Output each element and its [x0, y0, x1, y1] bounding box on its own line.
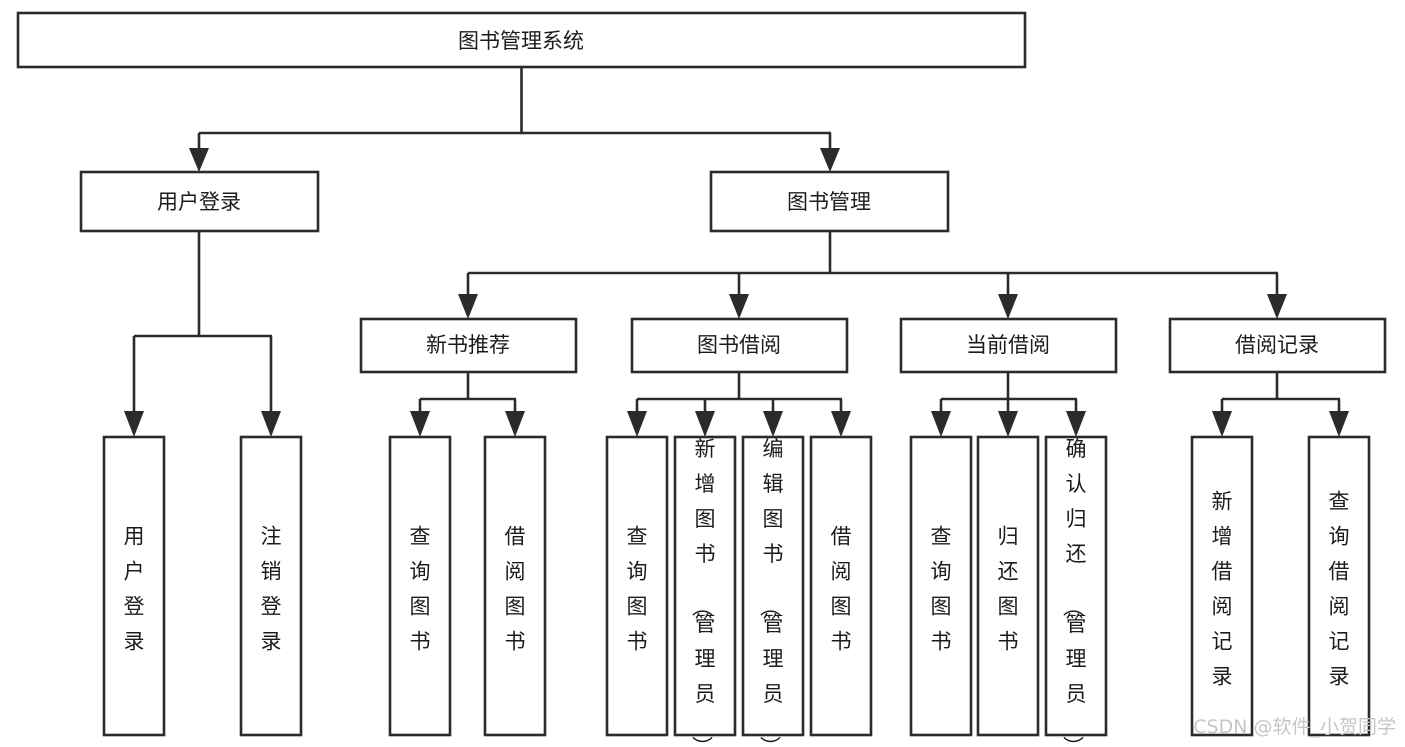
leaf-add-record-box[interactable] — [1190, 435, 1254, 737]
node-root-label: 图书管理系统 — [458, 29, 584, 53]
node-current-borrow[interactable]: 当前借阅 — [899, 317, 1118, 374]
leaf-query-book-1-label: 查询图书 — [410, 524, 431, 653]
arrow-head-leaf-add-book — [695, 411, 715, 437]
connector-layer — [124, 67, 1349, 437]
leaf-add-book[interactable]: 新增图书（管理员） — [673, 435, 737, 747]
leaf-borrow-book-1-box[interactable] — [483, 435, 547, 737]
arrow-head-book-borrow — [729, 294, 749, 319]
arrow-head-leaf-return-book — [998, 411, 1018, 437]
leaf-user-login-box[interactable] — [102, 435, 166, 737]
leaf-confirm-return-box[interactable] — [1044, 435, 1108, 737]
node-borrow-record[interactable]: 借阅记录 — [1168, 317, 1387, 374]
node-book-borrow-label: 图书借阅 — [697, 333, 781, 357]
node-new-book-recommend[interactable]: 新书推荐 — [359, 317, 578, 374]
node-book-manage-box[interactable] — [709, 170, 950, 233]
arrow-head-leaf-confirm-return — [1066, 411, 1086, 437]
leaf-add-book-box[interactable] — [673, 435, 737, 737]
arrow-head-leaf-borrow-book-2 — [831, 411, 851, 437]
leaf-logout-label: 注销登录 — [261, 524, 282, 653]
node-current-borrow-box[interactable] — [899, 317, 1118, 374]
leaf-logout[interactable]: 注销登录 — [239, 435, 303, 737]
leaf-add-book-label: 新增图书（管理员） — [690, 437, 716, 747]
csdn-watermark: CSDN @软件_小贺同学 — [1193, 716, 1396, 738]
leaf-query-record-box[interactable] — [1307, 435, 1371, 737]
leaf-query-book-3-label: 查询图书 — [931, 524, 952, 653]
leaf-borrow-book-2-label: 借阅图书 — [831, 524, 852, 653]
arrow-head-leaf-query-book-2 — [627, 411, 647, 437]
node-book-borrow-box[interactable] — [630, 317, 849, 374]
node-book-manage[interactable]: 图书管理 — [709, 170, 950, 233]
node-root[interactable]: 图书管理系统 — [16, 11, 1027, 69]
leaf-query-record[interactable]: 查询借阅记录 — [1307, 435, 1371, 737]
arrow-head-leaf-borrow-book-1 — [505, 411, 525, 437]
leaf-edit-book-label: 编辑图书（管理员） — [758, 437, 784, 747]
node-book-manage-label: 图书管理 — [787, 190, 871, 214]
node-root-box[interactable] — [16, 11, 1027, 69]
leaf-query-book-3-box[interactable] — [909, 435, 973, 737]
node-new-book-recommend-label: 新书推荐 — [426, 333, 510, 357]
leaf-return-book[interactable]: 归还图书 — [976, 435, 1040, 737]
arrow-head-leaf-query-book-3 — [931, 411, 951, 437]
leaf-add-record-label: 新增借阅记录 — [1212, 489, 1233, 688]
leaf-query-book-2-label: 查询图书 — [627, 524, 648, 653]
leaf-borrow-book-1-label: 借阅图书 — [505, 524, 526, 653]
arrow-head-leaf-add-record — [1212, 411, 1232, 437]
node-user-login[interactable]: 用户登录 — [79, 170, 320, 233]
leaf-user-login[interactable]: 用户登录 — [102, 435, 166, 737]
leaf-user-login-label: 用户登录 — [124, 524, 145, 653]
arrow-head-leaf-edit-book — [763, 411, 783, 437]
leaf-borrow-book-2-box[interactable] — [809, 435, 873, 737]
leaf-confirm-return-label: 确认归还（管理员） — [1061, 437, 1087, 747]
leaf-query-book-2[interactable]: 查询图书 — [605, 435, 669, 737]
node-user-login-box[interactable] — [79, 170, 320, 233]
leaf-borrow-book-2[interactable]: 借阅图书 — [809, 435, 873, 737]
node-borrow-record-box[interactable] — [1168, 317, 1387, 374]
arrow-head-new-book-recommend — [458, 294, 478, 319]
leaf-return-book-label: 归还图书 — [998, 524, 1019, 653]
arrow-head-leaf-user-login — [124, 411, 144, 437]
leaf-query-record-label: 查询借阅记录 — [1329, 489, 1350, 688]
leaf-query-book-1[interactable]: 查询图书 — [388, 435, 452, 737]
node-new-book-recommend-box[interactable] — [359, 317, 578, 374]
leaf-confirm-return[interactable]: 确认归还（管理员） — [1044, 435, 1108, 747]
node-user-login-label: 用户登录 — [157, 190, 241, 214]
leaf-return-book-box[interactable] — [976, 435, 1040, 737]
arrow-head-leaf-query-record — [1329, 411, 1349, 437]
leaf-query-book-1-box[interactable] — [388, 435, 452, 737]
arrow-head-leaf-logout — [261, 411, 281, 437]
leaf-edit-book-box[interactable] — [741, 435, 805, 737]
arrow-head-current-borrow — [998, 294, 1018, 319]
arrow-head-leaf-query-book-1 — [410, 411, 430, 437]
arrow-head-book-manage — [820, 148, 840, 172]
arrow-head-borrow-record — [1267, 294, 1287, 319]
leaf-query-book-2-box[interactable] — [605, 435, 669, 737]
leaf-logout-box[interactable] — [239, 435, 303, 737]
node-borrow-record-label: 借阅记录 — [1235, 333, 1319, 357]
leaf-borrow-book-1[interactable]: 借阅图书 — [483, 435, 547, 737]
arrow-head-user-login — [189, 148, 209, 172]
node-book-borrow[interactable]: 图书借阅 — [630, 317, 849, 374]
node-current-borrow-label: 当前借阅 — [966, 333, 1050, 357]
leaf-add-record[interactable]: 新增借阅记录 — [1190, 435, 1254, 737]
leaf-query-book-3[interactable]: 查询图书 — [909, 435, 973, 737]
leaf-edit-book[interactable]: 编辑图书（管理员） — [741, 435, 805, 747]
